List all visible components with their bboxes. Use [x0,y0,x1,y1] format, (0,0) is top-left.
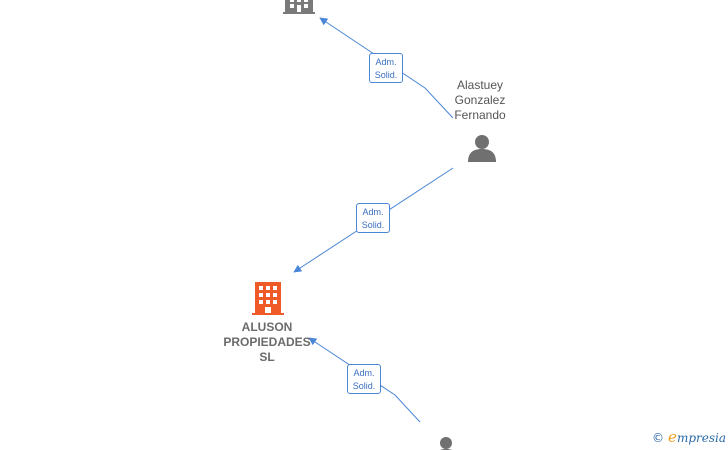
role-line: Solid. [374,70,398,80]
brand-watermark: ©empresia [652,428,726,446]
brand-initial: e [668,428,677,446]
building-icon[interactable] [252,282,284,315]
building-icon[interactable] [283,0,315,14]
role-line: Solid. [352,381,376,391]
edge-role-label[interactable]: Adm. Solid. [369,53,403,83]
role-line: Solid. [361,220,385,230]
edge-line-person-to-top-company [319,17,454,119]
name-line: Fernando [454,108,506,122]
name-line: ALUSON [241,320,293,334]
edge-role-label[interactable]: Adm. Solid. [356,203,390,233]
role-line: Adm. [362,207,384,217]
person-icon[interactable] [468,135,496,162]
name-line: SL [259,350,275,364]
brand-name: mpresia [676,431,726,445]
name-line: Alastuey [456,78,504,92]
edge-line-bottom-person-to-aluson [308,337,421,423]
edge-role-label[interactable]: Adm. Solid. [347,364,381,394]
person-icon[interactable] [434,437,458,450]
person-name-label[interactable]: Alastuey Gonzalez Fernando [440,78,520,123]
role-line: Adm. [353,368,375,378]
name-line: PROPIEDADES [223,335,311,349]
copyright-symbol: © [652,431,665,445]
role-line: Adm. [375,57,397,67]
company-name-label[interactable]: ALUSON PROPIEDADES SL [212,320,322,365]
name-line: Gonzalez [454,93,506,107]
